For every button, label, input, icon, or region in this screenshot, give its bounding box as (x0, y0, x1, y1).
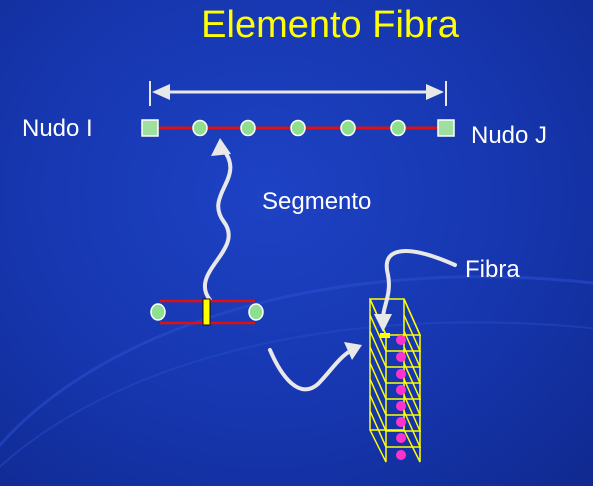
integration-point (192, 119, 208, 137)
fiber-point (396, 433, 406, 443)
slide-title: Elemento Fibra (201, 4, 459, 46)
fiber-point (396, 401, 406, 411)
fiber-section (368, 298, 422, 463)
fiber-point (396, 369, 406, 379)
integration-point (390, 119, 406, 137)
selected-fiber-marker (380, 333, 390, 338)
fiber-points (396, 335, 406, 460)
fiber-point (396, 450, 406, 460)
fiber-point (396, 335, 406, 345)
fiber-label: Fibra (465, 256, 520, 283)
segment-detail (150, 298, 264, 326)
node-i-label: Nudo I (22, 115, 93, 142)
integration-point (340, 119, 356, 137)
fiber-point (396, 385, 406, 395)
node-i (141, 119, 159, 137)
fiber-arrow (374, 249, 457, 332)
segment-arrow (202, 138, 233, 302)
element-length-dimension (149, 81, 447, 106)
fiber-point (396, 352, 406, 362)
segment-label: Segmento (262, 188, 372, 215)
integration-point (240, 119, 256, 137)
node-j (437, 119, 455, 137)
section-arrow (268, 342, 362, 392)
node-j-label: Nudo J (471, 122, 548, 149)
integration-points (192, 119, 406, 137)
integration-point (290, 119, 306, 137)
fiber-point (396, 417, 406, 427)
